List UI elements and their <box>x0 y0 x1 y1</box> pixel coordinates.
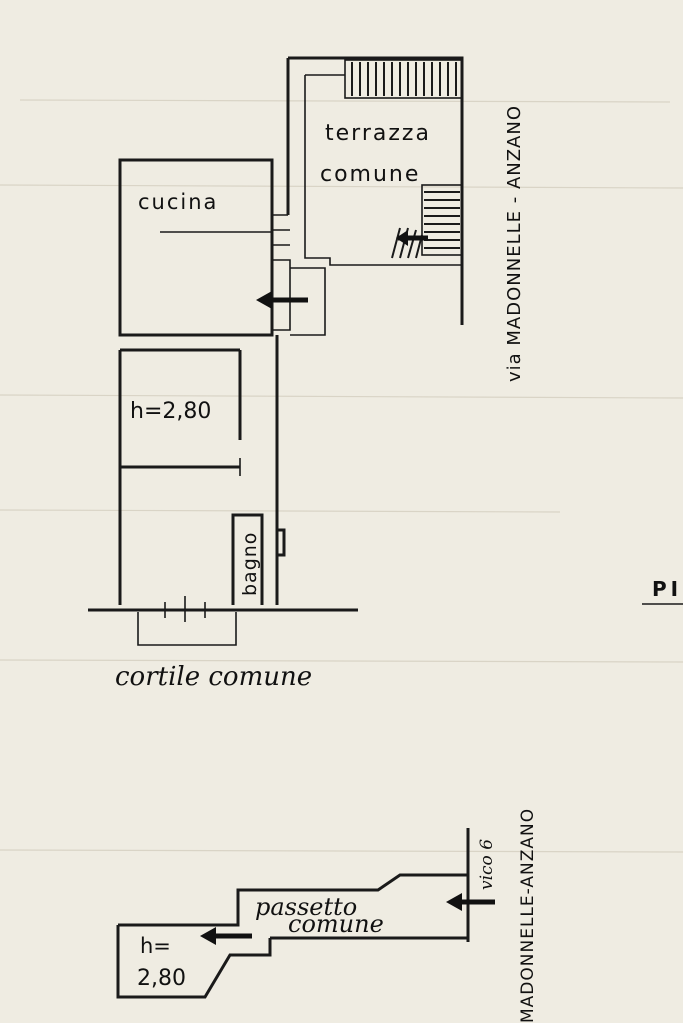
entry-arrow-upper <box>256 291 308 309</box>
terrace-label-2: comune <box>320 162 420 187</box>
lower-outline <box>116 828 470 999</box>
middle-room-walls <box>118 348 242 605</box>
terrace-label-1: terrazza <box>325 121 431 146</box>
bathroom-walls <box>231 513 264 605</box>
street-label-lower: MADONNELLE-ANZANO <box>518 808 538 1023</box>
lower-height-label-1: h= <box>140 934 171 958</box>
street-label-upper: via MADONNELLE - ANZANO <box>504 105 525 382</box>
bleed-through-lines <box>0 99 683 853</box>
corridor-walls <box>272 214 326 336</box>
entry-arrow-passage <box>200 927 252 945</box>
passage-label-1: passetto <box>255 893 357 921</box>
edge-text: PI <box>652 577 682 601</box>
bathroom-label: bagno <box>239 532 261 596</box>
civic-number-label: vico 6 <box>477 839 497 890</box>
room-height-label: h=2,80 <box>130 399 211 424</box>
stair-top <box>344 59 463 99</box>
lower-floor-plan <box>116 828 495 999</box>
entry-arrow-lower <box>446 893 495 911</box>
kitchen-walls <box>118 158 274 337</box>
upper-floor-plan <box>88 56 464 646</box>
courtyard-label: cortile comune <box>115 662 312 692</box>
terrace-inner-wall <box>304 74 462 266</box>
door-frame <box>137 596 237 646</box>
corridor-right-wall <box>275 335 286 605</box>
stair-side <box>391 184 463 259</box>
lower-height-label-2: 2,80 <box>137 966 186 991</box>
passage-label-2: comune <box>288 910 384 938</box>
kitchen-label: cucina <box>138 190 218 214</box>
